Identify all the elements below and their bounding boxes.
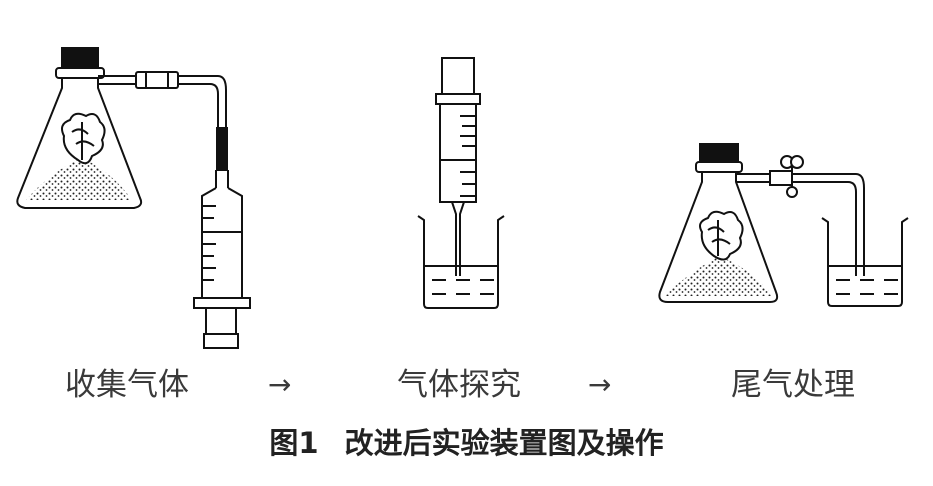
beaker-2-liquid-lines xyxy=(432,279,494,295)
solid-reagent-3 xyxy=(664,256,774,296)
plant-sprig-3 xyxy=(699,210,744,261)
exploration-apparatus xyxy=(417,57,505,309)
tail-gas-apparatus xyxy=(658,143,909,307)
collection-apparatus xyxy=(16,47,251,349)
figure-title: 改进后实验装置图及操作 xyxy=(344,426,664,460)
rubber-connector-1 xyxy=(135,71,179,89)
step-label-explore-gas: 气体探究 xyxy=(397,367,521,403)
beaker-3 xyxy=(821,217,909,307)
beaker-3-liquid-lines xyxy=(836,279,898,295)
figure-number: 图1 xyxy=(269,426,319,460)
beaker-2 xyxy=(417,215,505,309)
step-label-collect-gas: 收集气体 xyxy=(65,367,189,403)
flask-1-collar xyxy=(55,67,105,79)
solid-reagent-1 xyxy=(26,158,132,200)
stopper-1 xyxy=(61,47,99,69)
arrow-1: → xyxy=(268,368,292,401)
pinch-clamp xyxy=(780,155,804,198)
figure-caption: 图1 改进后实验装置图及操作 xyxy=(0,418,933,468)
syringe-1-graduations xyxy=(202,205,216,281)
apparatus-figure xyxy=(16,47,909,349)
arrow-2: → xyxy=(588,368,612,401)
plant-sprig-1 xyxy=(61,112,106,165)
step-label-tail-gas: 尾气处理 xyxy=(731,367,855,403)
stopper-3 xyxy=(699,143,739,163)
syringe-2-graduations xyxy=(460,115,476,197)
